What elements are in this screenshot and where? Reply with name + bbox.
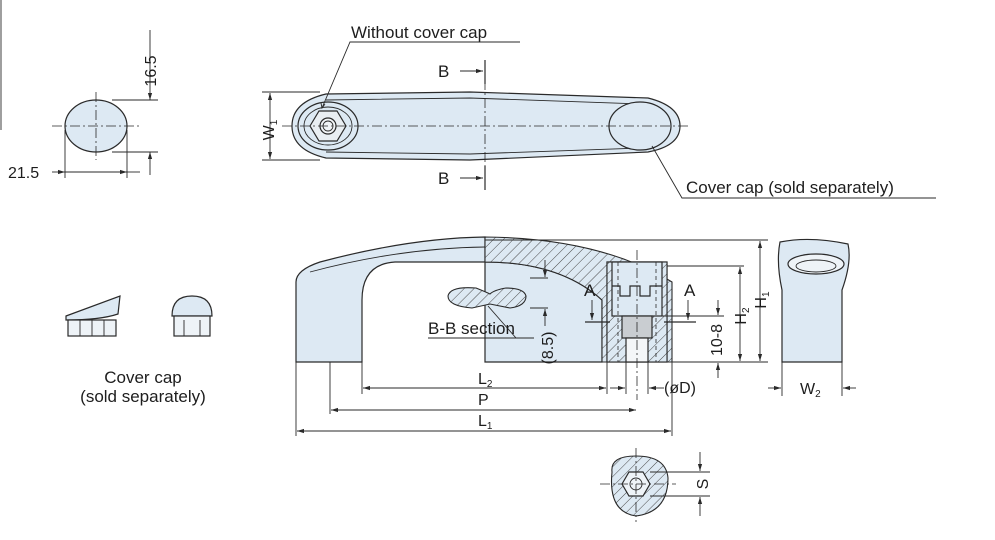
cap-height-dimension: 16.5: [143, 55, 160, 86]
section-mark-a-left: A: [584, 281, 596, 300]
cap-top-view: 16.5 21.5: [8, 30, 160, 182]
side-dimensions: H1 H2 10-8 L2 (øD) P L1: [295, 239, 772, 436]
aa-section: S: [600, 448, 712, 522]
h2-dimension: H2: [733, 307, 752, 325]
h1-dimension: H1: [753, 291, 772, 309]
without-cover-cap-label: Without cover cap: [351, 23, 487, 42]
w2-dimension: W2: [800, 381, 821, 400]
section-mark-b-top: B: [438, 62, 449, 81]
l2-dimension: L2: [478, 371, 493, 390]
handle-side-view: A A: [295, 236, 760, 400]
section-mark-b-bottom: B: [438, 169, 449, 188]
pitch-p-dimension: P: [478, 392, 489, 409]
cap-width-dimension: 21.5: [8, 165, 39, 182]
cover-cap-label-line2: (sold separately): [80, 387, 206, 406]
cover-cap-side: [65, 295, 121, 321]
s-dimension: S: [695, 479, 712, 490]
handle-end-view: W2: [768, 238, 856, 400]
bb-section-label: B-B section: [428, 319, 515, 338]
hole-depth-dimension: 10-8: [709, 324, 726, 356]
cover-cap-sold-separately-label: Cover cap (sold separately): [686, 178, 894, 197]
cover-cap-views: Cover cap (sold separately): [65, 295, 213, 406]
handle-top-view: B B W1 Without cover cap Cover cap (sold…: [261, 23, 936, 199]
cover-cap-front: [171, 295, 213, 317]
cover-cap-label-line1: Cover cap: [104, 368, 181, 387]
bb-section: (8.5) B-B section: [428, 260, 557, 364]
l1-dimension: L1: [478, 413, 493, 432]
section-mark-a-right: A: [684, 281, 696, 300]
diameter-d-dimension: (øD): [664, 380, 696, 397]
w1-dimension: W1: [261, 119, 280, 140]
rib-height-dimension: (8.5): [540, 332, 557, 365]
